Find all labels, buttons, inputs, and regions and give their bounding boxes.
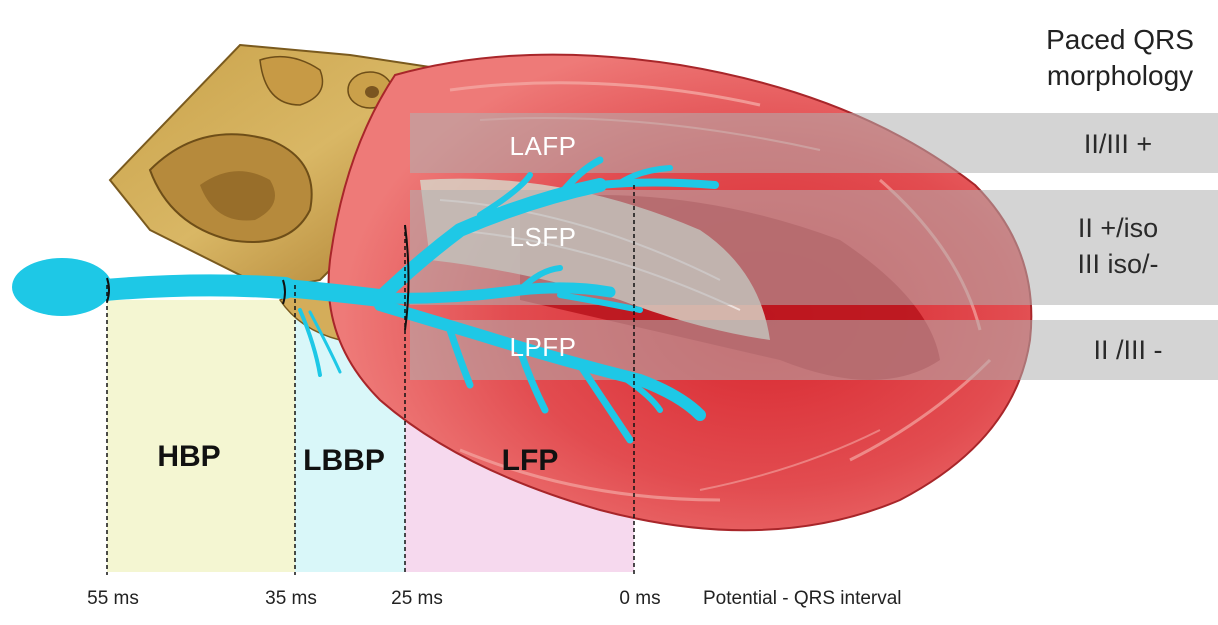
hbp-label: HBP	[157, 440, 220, 474]
lpfp-qrs: II /III -	[1093, 332, 1162, 368]
axis-label: Potential - QRS interval	[703, 588, 902, 610]
lpfp-label: LPFP	[509, 332, 576, 363]
lafp-qrs: II/III +	[1084, 126, 1152, 162]
lbbp-label: LBBP	[303, 444, 385, 478]
tick-55ms: 55 ms	[87, 588, 139, 610]
hbp-zone	[107, 300, 295, 572]
paced-qrs-heading: Paced QRS morphology	[1046, 22, 1194, 94]
lsfp-qrs-line2: III iso/-	[1077, 246, 1158, 282]
tick-35ms: 35 ms	[265, 588, 317, 610]
heading-line1: Paced QRS	[1046, 22, 1194, 58]
lsfp-qrs-line1: II +/iso	[1077, 210, 1158, 246]
lsfp-label: LSFP	[509, 222, 576, 253]
lsfp-qrs: II +/iso III iso/-	[1077, 210, 1158, 282]
his-bundle-origin	[12, 258, 112, 316]
lafp-label: LAFP	[509, 131, 576, 162]
lfp-label: LFP	[502, 444, 559, 478]
heading-line2: morphology	[1046, 58, 1194, 94]
tick-0ms: 0 ms	[619, 588, 660, 610]
tick-25ms: 25 ms	[391, 588, 443, 610]
